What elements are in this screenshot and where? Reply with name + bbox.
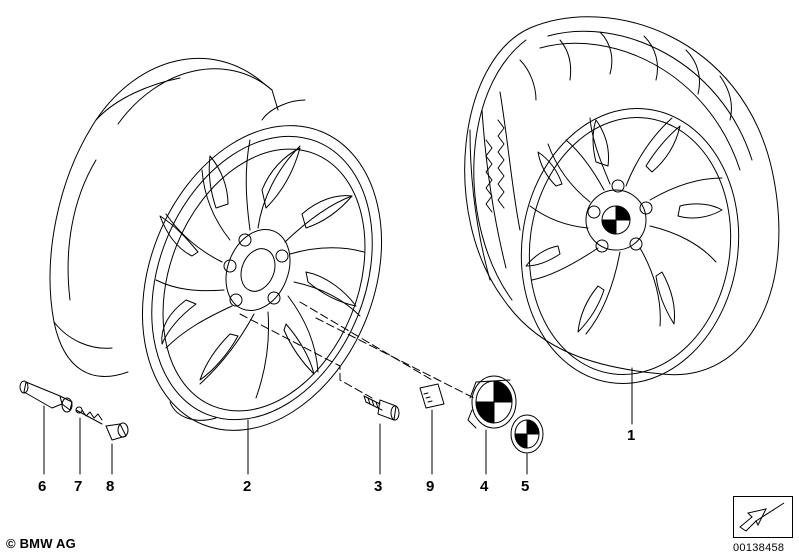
callout-4: 4 bbox=[480, 478, 489, 495]
leader-lines bbox=[43, 367, 633, 475]
reference-number: 00138458 bbox=[733, 542, 785, 554]
valve-cap-part-8 bbox=[105, 422, 129, 441]
copyright-notice: © BMW AG bbox=[6, 536, 76, 551]
assembly-lines bbox=[239, 301, 475, 399]
rim-part-2 bbox=[49, 58, 383, 431]
callout-7: 7 bbox=[74, 478, 82, 495]
callout-9: 9 bbox=[426, 478, 434, 495]
callout-8: 8 bbox=[106, 478, 114, 495]
callout-2: 2 bbox=[243, 478, 251, 495]
callout-6: 6 bbox=[38, 478, 46, 495]
callout-3: 3 bbox=[374, 478, 382, 495]
valve-insert-part-7 bbox=[75, 406, 103, 425]
hub-cap-part-4 bbox=[467, 375, 517, 429]
valve-part-6 bbox=[19, 380, 73, 413]
arrow-icon bbox=[739, 502, 785, 532]
reference-arrow-box bbox=[733, 496, 793, 538]
emblem-part-5 bbox=[510, 414, 544, 454]
callout-5: 5 bbox=[521, 478, 529, 495]
balance-weight-part-9 bbox=[419, 383, 445, 409]
wheel-tire-part-1 bbox=[464, 16, 780, 384]
callout-1: 1 bbox=[627, 427, 635, 444]
wheel-bolt-part-3 bbox=[363, 395, 400, 421]
